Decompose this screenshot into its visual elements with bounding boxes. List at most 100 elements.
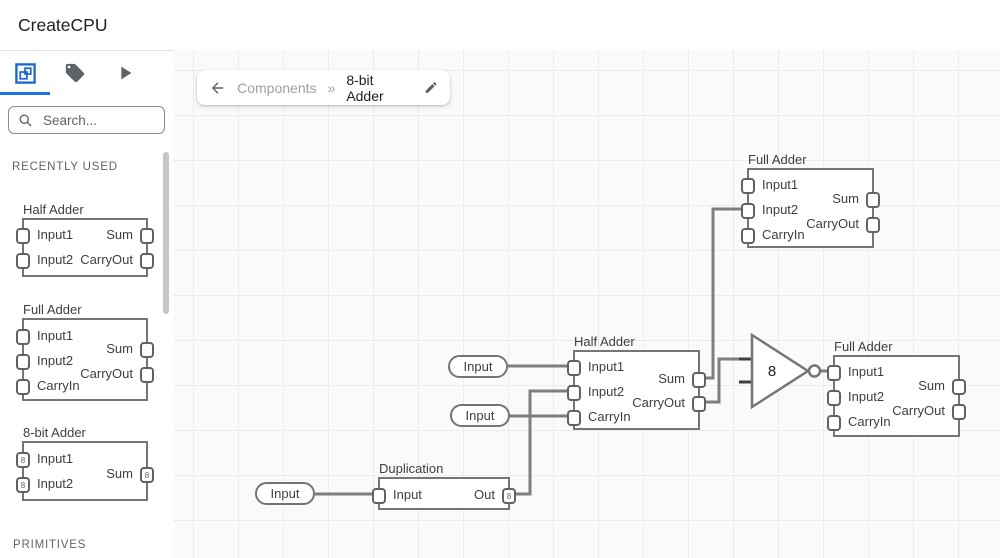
- component-title: Half Adder: [23, 202, 84, 217]
- port-carryout[interactable]: [140, 367, 154, 383]
- component-title: Half Adder: [574, 334, 635, 349]
- port-out[interactable]: 8: [502, 488, 516, 504]
- port-input[interactable]: [372, 488, 386, 504]
- components-icon: [14, 62, 36, 84]
- port-carryout[interactable]: [866, 217, 880, 233]
- port-label: Input2: [848, 389, 885, 404]
- port-label: CarryOut: [892, 403, 945, 418]
- breadcrumb-current: 8-bit Adder: [346, 71, 384, 104]
- port-carryin[interactable]: [741, 228, 755, 244]
- gate-bus-width-label: 8: [768, 363, 776, 380]
- gate-triangle[interactable]: [750, 332, 811, 410]
- wire[interactable]: [515, 389, 568, 496]
- port-input1[interactable]: [827, 365, 841, 381]
- port-carryin[interactable]: [827, 415, 841, 431]
- input-pill[interactable]: Input: [255, 482, 315, 505]
- port-label: Sum: [918, 378, 945, 393]
- port-label: Input1: [762, 177, 799, 192]
- port-label: Input2: [37, 476, 74, 491]
- section-primitives: PRIMITIVES: [13, 539, 87, 551]
- play-icon: [121, 66, 132, 80]
- port-label: CarryOut: [80, 366, 133, 381]
- port-sum[interactable]: 8: [140, 467, 154, 483]
- search-input[interactable]: [41, 111, 150, 129]
- port-label: CarryOut: [80, 252, 133, 267]
- port-carryout[interactable]: [692, 396, 706, 412]
- port-carryout[interactable]: [140, 253, 154, 269]
- port-label: Input1: [37, 451, 74, 466]
- tab-simulate[interactable]: [100, 51, 150, 95]
- input-pill[interactable]: Input: [450, 404, 510, 427]
- port-label: Input1: [848, 364, 885, 379]
- port-carryin[interactable]: [16, 379, 30, 395]
- wire-layer: 8: [315, 207, 827, 496]
- component-title: Full Adder: [748, 152, 807, 167]
- breadcrumb-parent[interactable]: Components: [237, 79, 317, 96]
- component-title: 8-bit Adder: [23, 425, 86, 440]
- port-sum[interactable]: [140, 342, 154, 358]
- gate-bubble[interactable]: [807, 364, 822, 378]
- port-carryin[interactable]: [567, 410, 581, 426]
- port-carryout[interactable]: [952, 404, 966, 420]
- port-input1[interactable]: [741, 178, 755, 194]
- tab-components[interactable]: [0, 51, 50, 95]
- port-input2[interactable]: 8: [16, 477, 30, 493]
- component-title: Duplication: [379, 461, 444, 476]
- wire[interactable]: [704, 357, 741, 404]
- port-sum[interactable]: [952, 379, 966, 395]
- port-label: CarryIn: [37, 378, 80, 393]
- back-arrow-icon[interactable]: [209, 79, 226, 97]
- port-input1[interactable]: [567, 360, 581, 376]
- port-input1[interactable]: [16, 228, 30, 244]
- breadcrumb-separator: »: [327, 79, 336, 96]
- port-label: Input1: [588, 359, 625, 374]
- component-library-sidebar: RECENTLY USED PRIMITIVES Half AdderInput…: [0, 51, 174, 558]
- sidebar-tabbar: [0, 51, 173, 95]
- port-label: CarryIn: [762, 227, 805, 242]
- tag-icon: [65, 63, 85, 83]
- component-title: Full Adder: [834, 339, 893, 354]
- pencil-icon[interactable]: [424, 80, 438, 95]
- port-label: Input1: [37, 227, 74, 242]
- port-label: Input2: [762, 202, 799, 217]
- port-input2[interactable]: [741, 203, 755, 219]
- component-title: Full Adder: [23, 302, 82, 317]
- port-sum[interactable]: [866, 192, 880, 208]
- port-input1[interactable]: [16, 329, 30, 345]
- search-icon: [19, 114, 32, 127]
- gate-node[interactable]: 8: [750, 332, 822, 410]
- port-input2[interactable]: [16, 354, 30, 370]
- app-header: CreateCPU: [0, 0, 1000, 51]
- wire[interactable]: [704, 207, 742, 380]
- port-label: Input2: [588, 384, 625, 399]
- tab-tags[interactable]: [50, 51, 100, 95]
- port-label: CarryIn: [588, 409, 631, 424]
- sidebar-scrollbar[interactable]: [163, 152, 169, 314]
- port-label: CarryIn: [848, 414, 891, 429]
- port-label: Input2: [37, 353, 74, 368]
- port-label: Sum: [106, 227, 133, 242]
- active-tab-indicator: [0, 92, 50, 95]
- search-box[interactable]: [8, 106, 165, 134]
- port-label: Sum: [106, 466, 133, 481]
- port-input2[interactable]: [567, 385, 581, 401]
- port-label: Out: [474, 487, 495, 502]
- port-label: Input1: [37, 328, 74, 343]
- port-label: Sum: [832, 191, 859, 206]
- port-sum[interactable]: [140, 228, 154, 244]
- port-sum[interactable]: [692, 372, 706, 388]
- port-input1[interactable]: 8: [16, 452, 30, 468]
- port-label: Input2: [37, 252, 74, 267]
- port-input2[interactable]: [16, 253, 30, 269]
- input-pill[interactable]: Input: [448, 355, 508, 378]
- section-recently-used: RECENTLY USED: [12, 161, 118, 173]
- port-input2[interactable]: [827, 390, 841, 406]
